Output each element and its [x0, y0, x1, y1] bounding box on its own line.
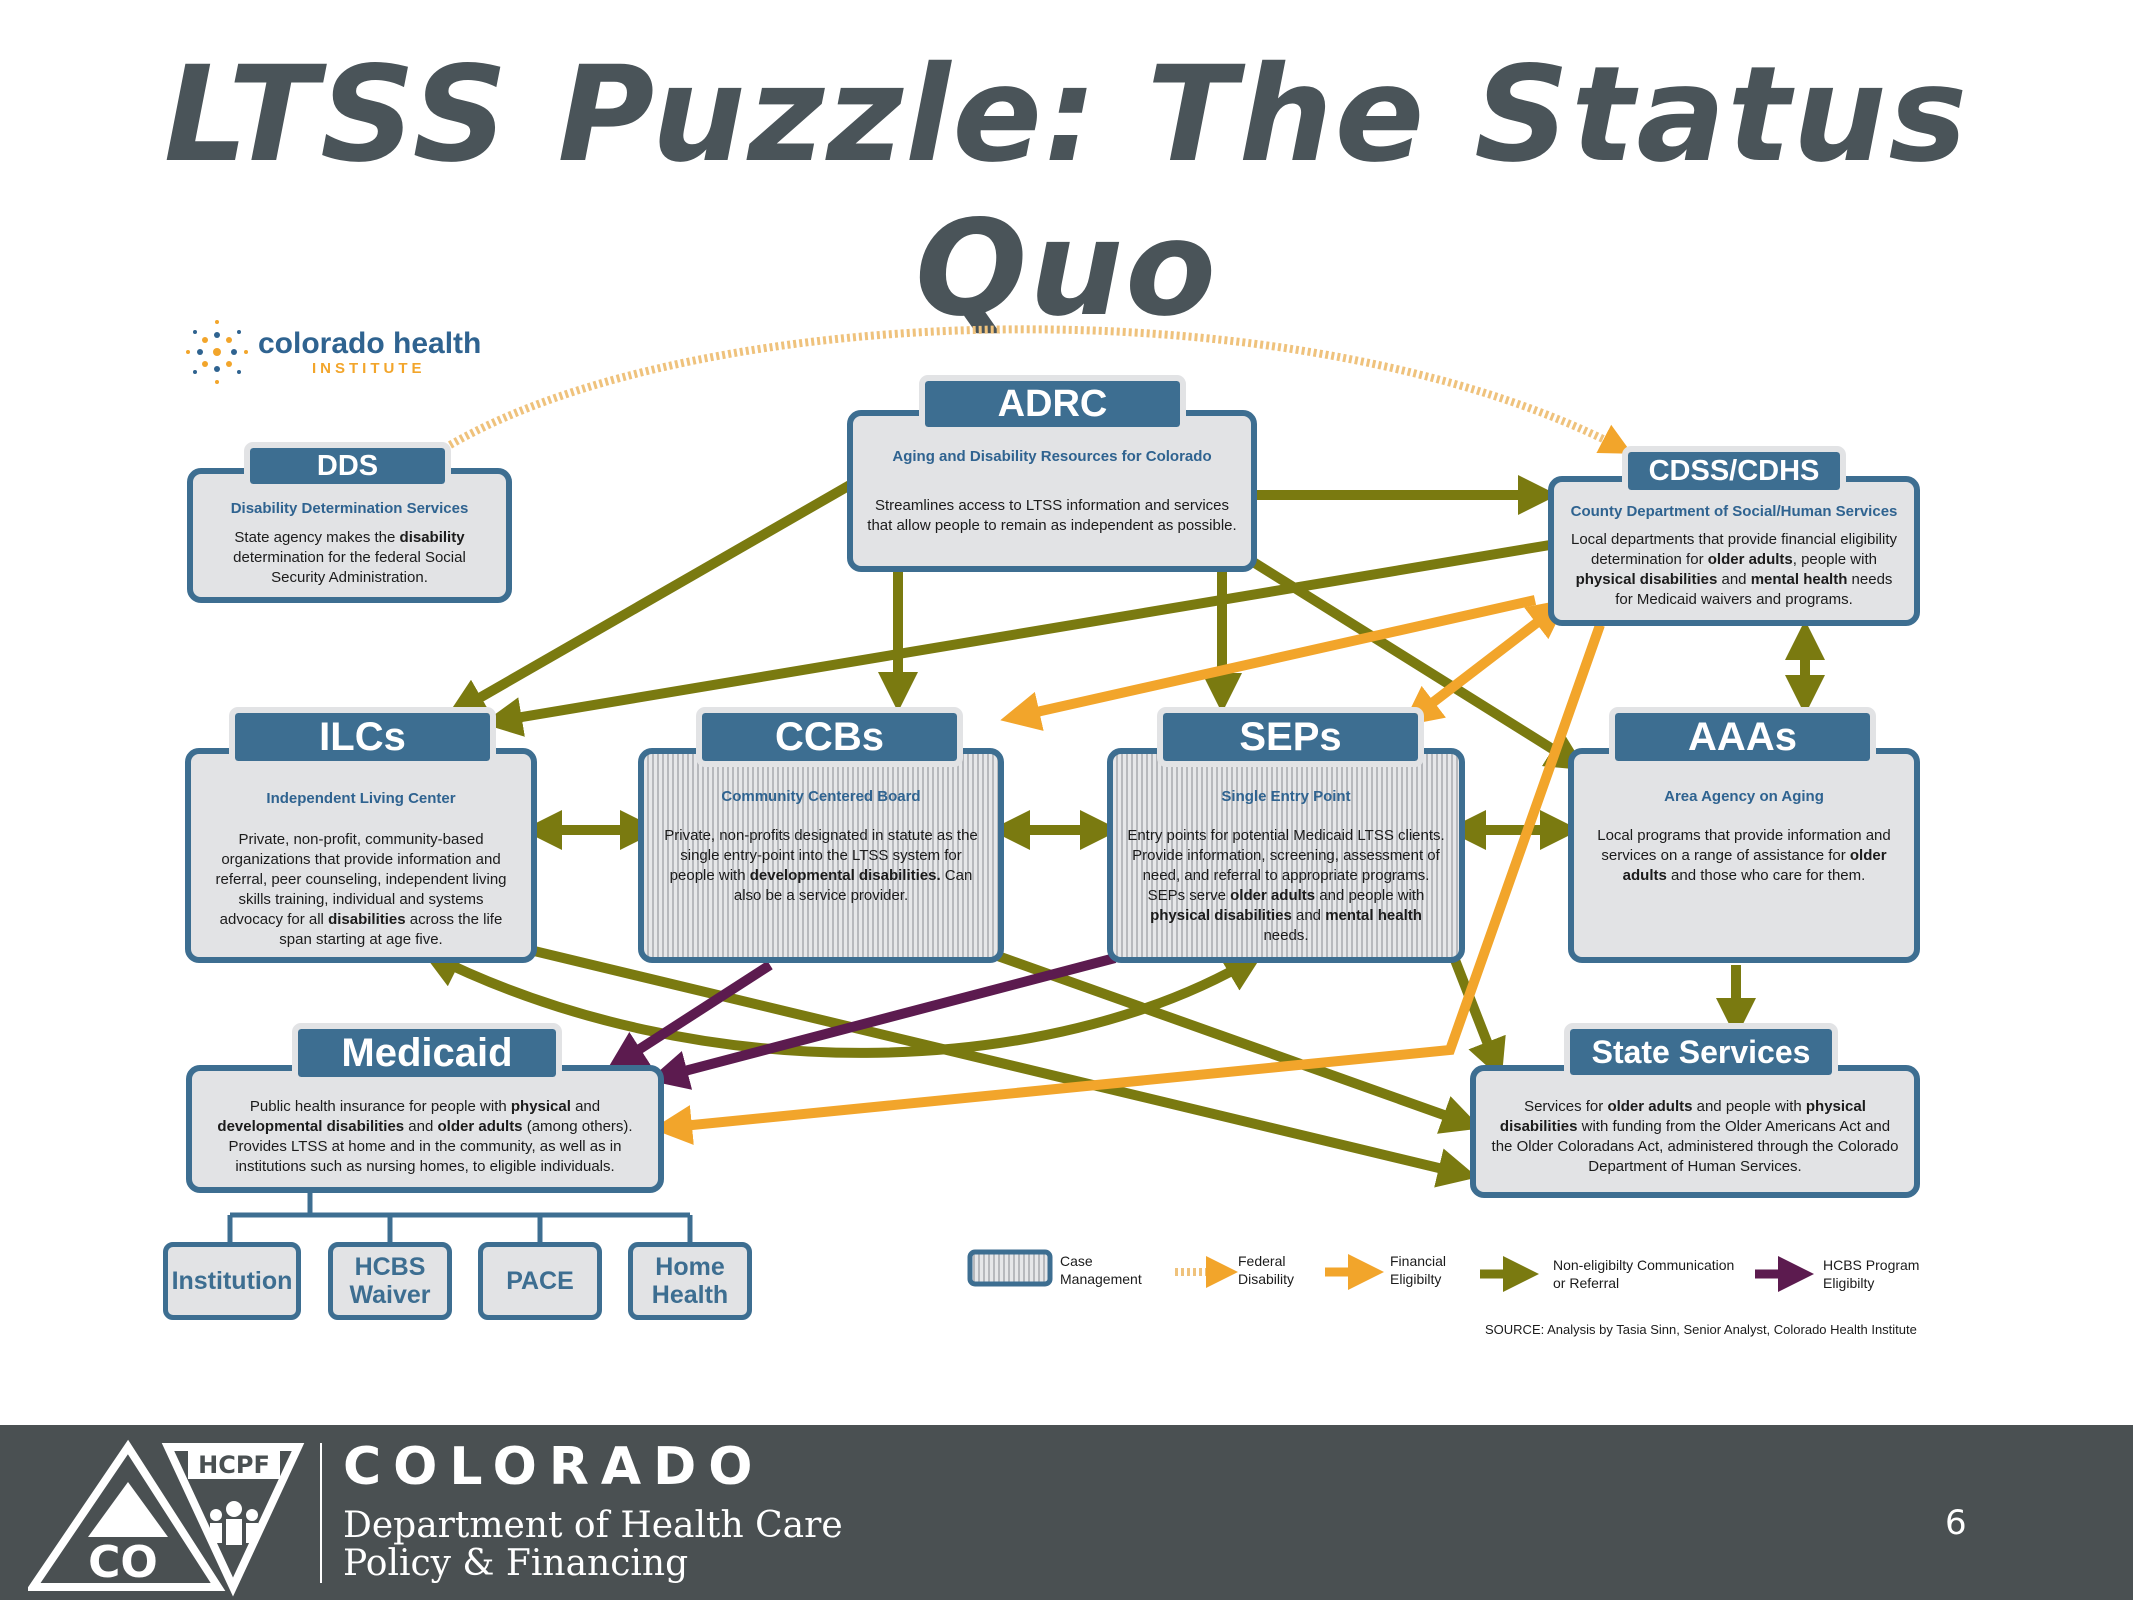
node-aaas: Area Agency on Aging Local programs that… — [1568, 748, 1920, 963]
node-seps-title: SEPs — [1157, 707, 1424, 767]
node-aaas-desc: Local programs that provide information … — [1597, 827, 1891, 884]
node-ilcs-desc: Private, non-profit, community-based org… — [215, 831, 507, 948]
legend-federal: Federal Disability — [1238, 1253, 1295, 1287]
node-cdss-title: CDSS/CDHS — [1622, 446, 1846, 496]
page-title: LTSS Puzzle: The Status Quo — [163, 38, 1970, 346]
footer: CO HCPF COLORADO Department of Health Ca… — [0, 1425, 2133, 1600]
node-state-services-desc: Services for older adults and people wit… — [1491, 1098, 1899, 1175]
footer-state: COLORADO — [343, 1437, 765, 1497]
node-cdss-subtitle: County Department of Social/Human Servic… — [1570, 503, 1898, 520]
arrow-ccbs-state — [993, 950, 1482, 1134]
node-cdss: County Department of Social/Human Servic… — [1548, 476, 1920, 626]
node-dds-subtitle: Disability Determination Services — [230, 500, 469, 517]
arrow-ccbs-medicaid — [606, 960, 773, 1071]
arrow-medicaid-seps-curve — [421, 950, 1264, 1058]
chi-logo-name: colorado health — [258, 327, 482, 360]
legend-swatch-case-management — [967, 1249, 1053, 1287]
chi-logo: colorado health INSTITUTE — [258, 327, 482, 378]
node-ccbs-title: CCBs — [696, 707, 963, 767]
badge-initials: CO — [88, 1537, 158, 1588]
hcpf-badge-icon: CO HCPF — [28, 1439, 305, 1597]
legend-nonelig: Non-eligibilty Communication or Referral — [1553, 1257, 1735, 1291]
arrow-adrc-ilcs — [446, 480, 853, 717]
arrow-cdss-medicaid — [652, 623, 1605, 1145]
node-dds-title: DDS — [244, 442, 451, 490]
node-medicaid-desc: Public health insurance for people with … — [217, 1098, 633, 1175]
node-dds-desc: State agency makes the disability determ… — [233, 529, 466, 586]
arrow-dds-cdss-federal — [447, 325, 1633, 454]
footer-dept-line2: Policy & Financing — [343, 1543, 689, 1584]
arrow-cdss-seps — [1402, 598, 1568, 727]
node-aaas-subtitle: Area Agency on Aging — [1664, 788, 1824, 805]
footer-dept-line1: Department of Health Care — [343, 1505, 843, 1546]
node-ccbs-desc: Private, non-profits designated in statu… — [664, 827, 978, 904]
chi-logo-sub: INSTITUTE — [312, 360, 426, 377]
node-ccbs-subtitle: Community Centered Board — [721, 788, 921, 805]
node-seps-subtitle: Single Entry Point — [1221, 788, 1351, 805]
program-institution: Institution — [163, 1242, 301, 1320]
legend-hcbs: HCBS Program Eligibilty — [1823, 1257, 1920, 1291]
legend-case-management: Case Management — [1060, 1253, 1142, 1287]
footer-divider — [320, 1443, 322, 1583]
node-seps: Single Entry Point Entry points for pote… — [1107, 748, 1465, 963]
node-ilcs-subtitle: Independent Living Center — [266, 790, 456, 807]
node-adrc-title: ADRC — [919, 375, 1186, 433]
node-adrc-desc: Streamlines access to LTSS information a… — [867, 497, 1237, 534]
node-state-services: Services for older adults and people wit… — [1470, 1065, 1920, 1198]
arrow-seps-state — [1450, 958, 1506, 1080]
program-pace: PACE — [478, 1242, 602, 1320]
chi-logo-icon — [186, 320, 248, 384]
legend-financial: Financial Eligibilty — [1390, 1253, 1447, 1287]
node-adrc: Aging and Disability Resources for Color… — [847, 410, 1257, 572]
node-medicaid: Public health insurance for people with … — [186, 1065, 664, 1193]
arrow-seps-medicaid — [648, 953, 1117, 1090]
page-number: 6 — [1945, 1503, 1967, 1543]
node-ilcs: Independent Living Center Private, non-p… — [185, 748, 537, 963]
node-ccbs: Community Centered Board Private, non-pr… — [638, 748, 1004, 963]
arrow-cdss-ilcs — [482, 540, 1551, 737]
source-note: SOURCE: Analysis by Tasia Sinn, Senior A… — [1485, 1322, 1917, 1337]
node-dds: Disability Determination Services State … — [187, 468, 512, 603]
badge-text: HCPF — [198, 1451, 270, 1479]
node-seps-desc: Entry points for potential Medicaid LTSS… — [1127, 827, 1445, 944]
node-medicaid-title: Medicaid — [292, 1023, 562, 1083]
node-ilcs-title: ILCs — [229, 707, 496, 767]
node-aaas-title: AAAs — [1609, 707, 1876, 767]
node-cdss-desc: Local departments that provide financial… — [1570, 531, 1897, 608]
node-state-services-title: State Services — [1564, 1023, 1838, 1081]
node-adrc-subtitle: Aging and Disability Resources for Color… — [892, 448, 1212, 465]
